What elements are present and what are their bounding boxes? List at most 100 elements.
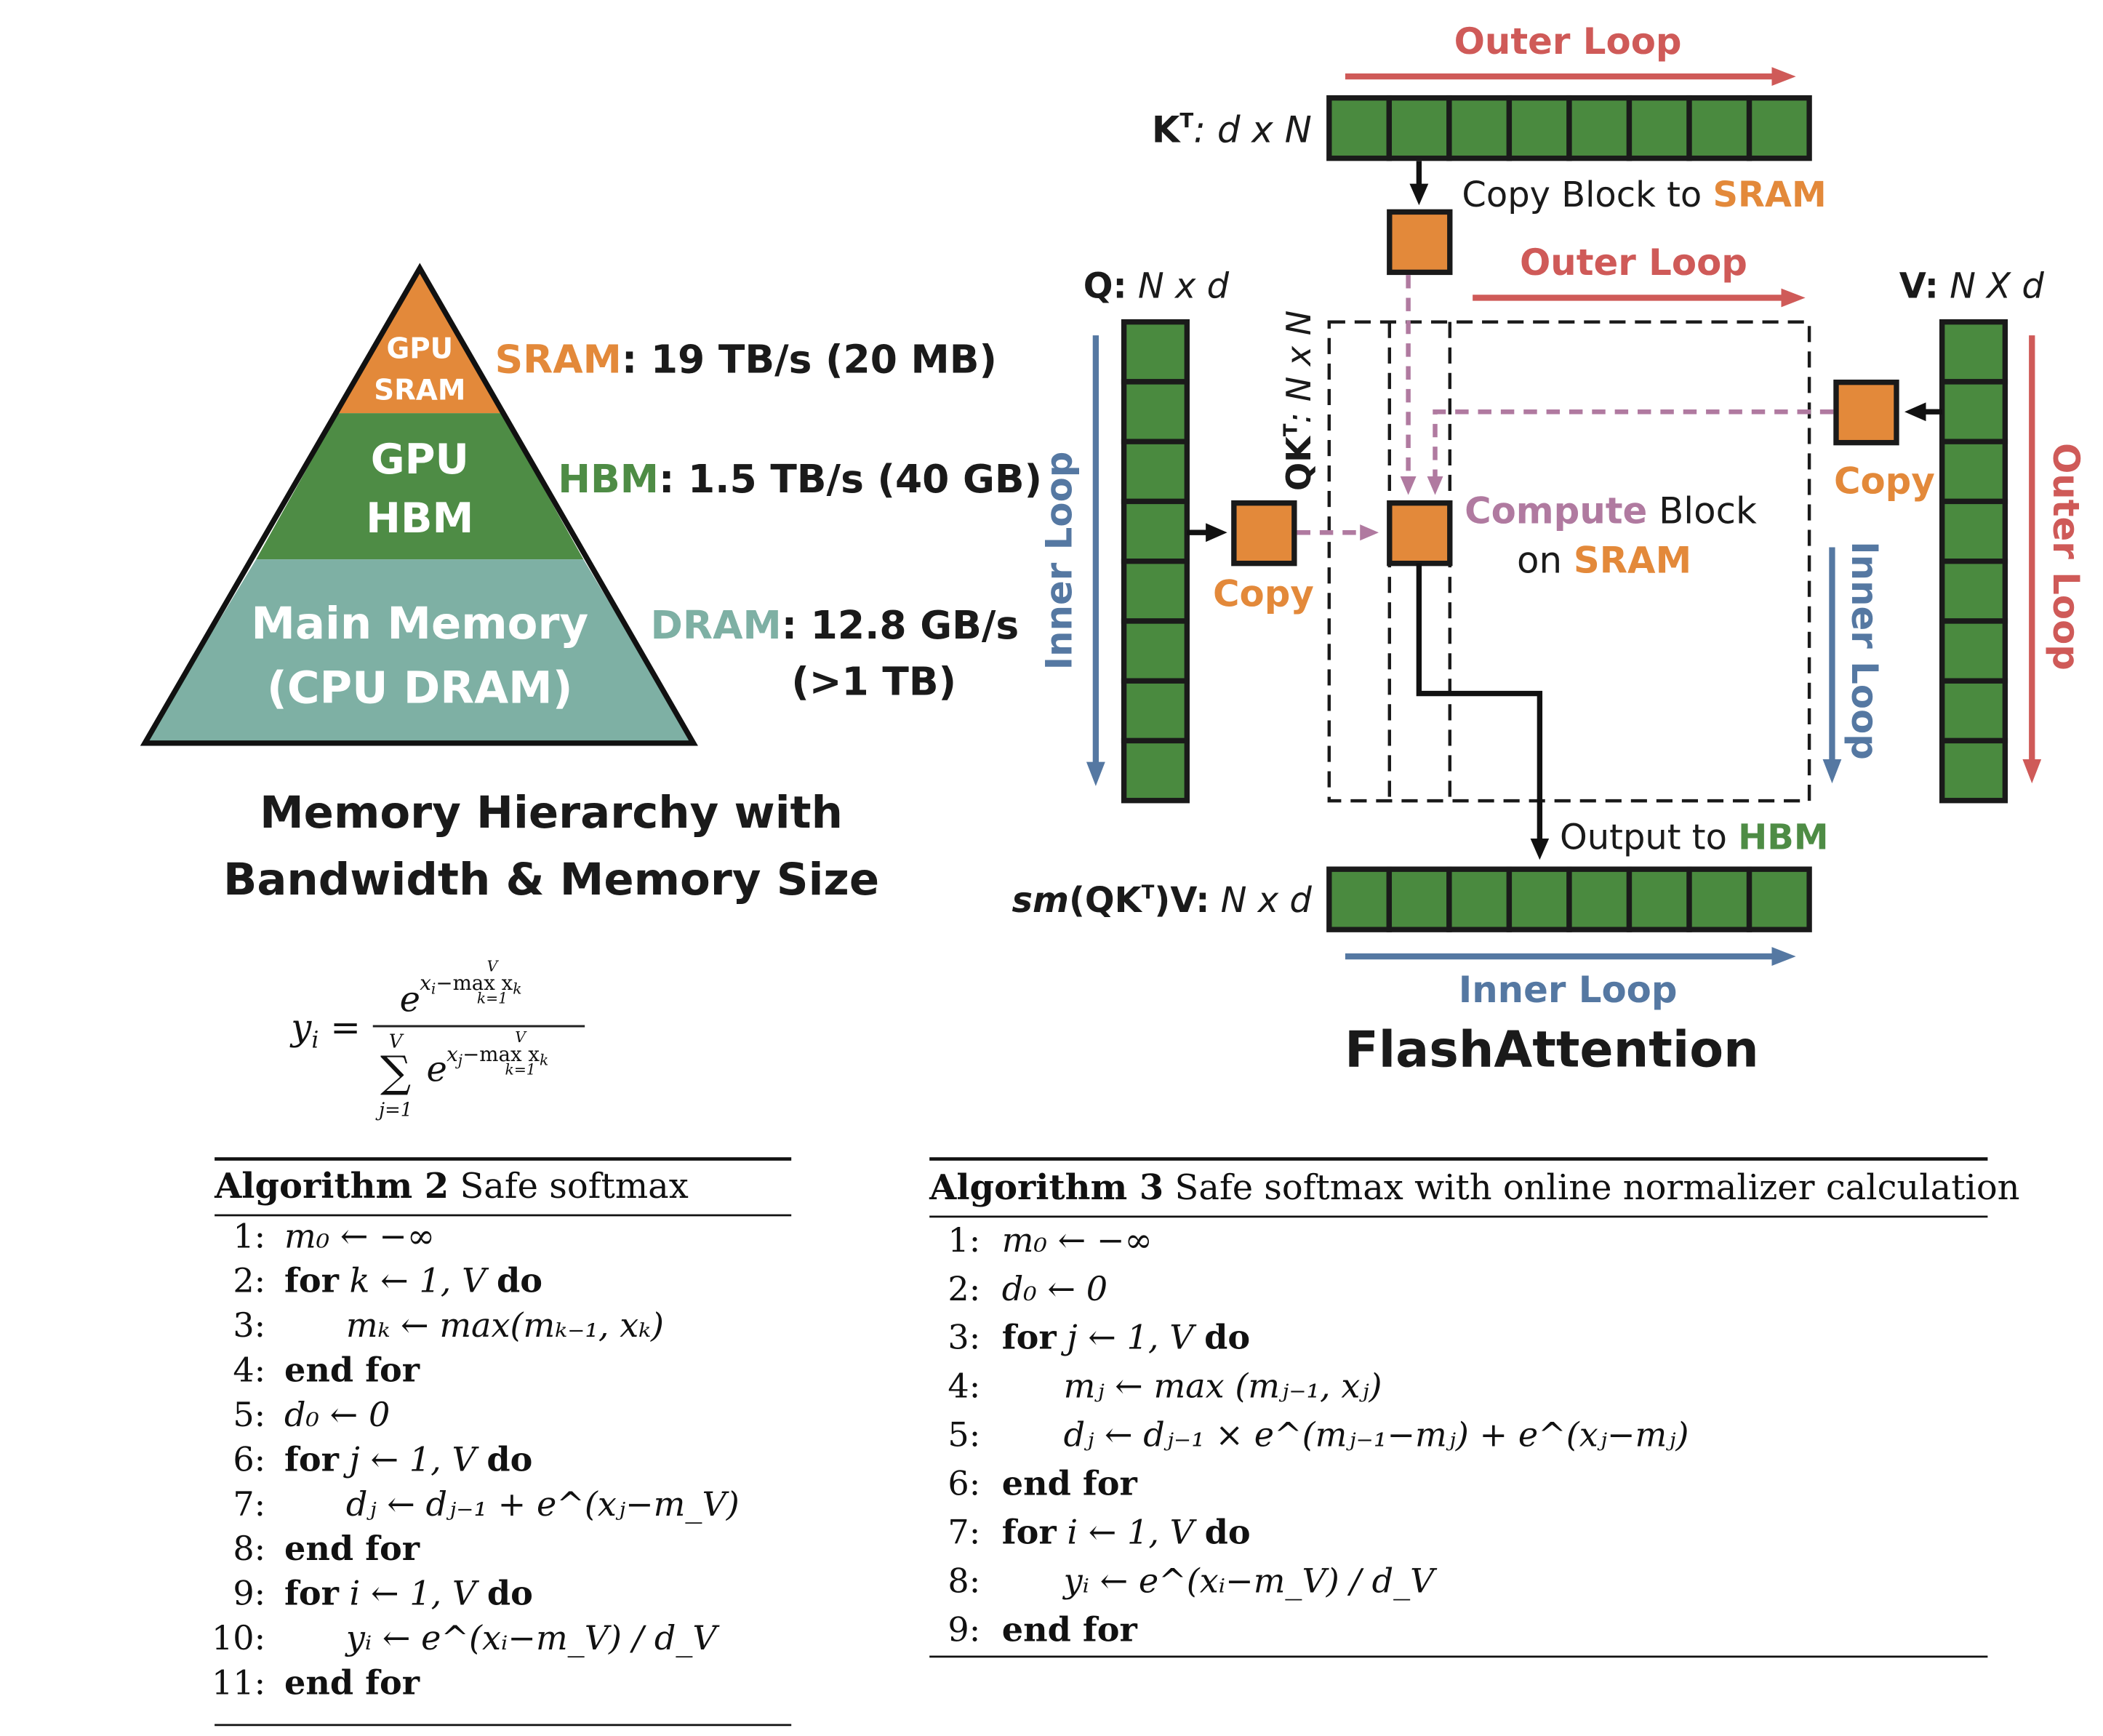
- sum-lower: j=1: [375, 1100, 412, 1121]
- algorithm-line: end for: [1002, 1609, 1138, 1649]
- flashattention-title: FlashAttention: [1345, 1021, 1759, 1079]
- compute-sram-block: [1387, 500, 1453, 567]
- algorithm-line: end for: [284, 1351, 420, 1390]
- pyramid-sram-tier: [337, 268, 502, 414]
- algorithm-line: for j ← 1, V do: [1002, 1318, 1250, 1357]
- tier-sram-line2: SRAM: [374, 375, 465, 407]
- denominator-max-upper: V: [515, 1028, 527, 1046]
- v-cell: [1939, 737, 2008, 804]
- algorithm-line: mₖ ← max(mₖ₋₁, xₖ): [346, 1305, 664, 1345]
- pyramid-caption-line1: Memory Hierarchy with: [260, 788, 843, 839]
- v-label: V: N X d: [1899, 265, 2045, 306]
- pyramid-dram-tier: [145, 559, 694, 743]
- kt-label: KT: d x N: [1152, 108, 1312, 151]
- output-cell: [1566, 866, 1633, 932]
- tier-dram-line1: Main Memory: [251, 599, 588, 649]
- line-number: 3:: [233, 1305, 265, 1345]
- output-cell: [1386, 866, 1452, 932]
- line-number: 6:: [948, 1464, 980, 1503]
- pyramid-caption-line2: Bandwidth & Memory Size: [223, 855, 879, 905]
- q-cell: [1121, 618, 1190, 684]
- algorithm-line: m₀ ← −∞: [1002, 1220, 1153, 1260]
- algorithm-line: for i ← 1, V do: [284, 1574, 533, 1613]
- line-number: 7:: [233, 1484, 265, 1524]
- q-cell: [1121, 559, 1190, 624]
- kt-cell: [1626, 95, 1692, 161]
- algorithm-line: for i ← 1, V do: [1002, 1513, 1251, 1552]
- kt-cell: [1326, 95, 1393, 161]
- dram-size-label: (>1 TB): [791, 658, 956, 704]
- q-cell: [1121, 439, 1190, 505]
- numerator-max-upper: V: [487, 957, 500, 975]
- line-number: 9:: [948, 1609, 980, 1649]
- line-number: 5:: [948, 1415, 980, 1455]
- output-cell: [1746, 866, 1812, 932]
- q-cell: [1121, 498, 1190, 564]
- line-number: 2:: [233, 1261, 265, 1300]
- algorithm-line: m₀ ← −∞: [284, 1216, 435, 1255]
- formula-lhs: yi =: [289, 1006, 361, 1053]
- sum-upper: V: [389, 1031, 404, 1052]
- algorithm-line: yᵢ ← e^(xᵢ−m_V) / d_V: [345, 1618, 721, 1657]
- v-matrix: [1939, 319, 2008, 804]
- output-cell: [1626, 866, 1692, 932]
- q-sram-block: [1231, 500, 1297, 567]
- line-number: 11:: [212, 1663, 265, 1702]
- sum-symbol: ∑: [380, 1047, 411, 1097]
- bottom-inner-loop-label: Inner Loop: [1459, 969, 1678, 1011]
- dram-bandwidth-label: DRAM: 12.8 GB/s: [651, 602, 1020, 648]
- line-number: 8:: [948, 1561, 980, 1600]
- kt-cell: [1446, 95, 1513, 161]
- algorithm-line: yᵢ ← e^(xᵢ−m_V) / d_V: [1062, 1561, 1438, 1600]
- denominator-base: e: [427, 1049, 447, 1090]
- line-number: 9:: [233, 1574, 265, 1613]
- algorithm-2-title: Algorithm 2 Safe softmax: [214, 1166, 689, 1207]
- copy-block-label: Copy Block to SRAM: [1462, 175, 1826, 215]
- pyramid-hbm-tier: [256, 413, 584, 560]
- algorithm-line: for k ← 1, V do: [284, 1261, 542, 1300]
- v-copy-label: Copy: [1834, 460, 1935, 503]
- numerator-base: e: [400, 980, 420, 1020]
- numerator-max-lower: k=1: [477, 990, 508, 1007]
- v-cell: [1939, 439, 2008, 505]
- q-copy-label: Copy: [1213, 573, 1314, 615]
- line-number: 3:: [948, 1318, 980, 1357]
- output-matrix-label: sm(QKT)V: N x d: [1012, 880, 1313, 921]
- line-number: 7:: [948, 1513, 980, 1552]
- output-cell: [1326, 866, 1393, 932]
- v-cell: [1939, 319, 2008, 385]
- algorithm-line: mⱼ ← max (mⱼ₋₁, xⱼ): [1064, 1367, 1382, 1406]
- tier-dram-line2: (CPU DRAM): [267, 663, 573, 713]
- left-inner-loop-label: Inner Loop: [1038, 452, 1081, 671]
- output-matrix: [1326, 866, 1812, 932]
- kt-sram-block: [1387, 209, 1453, 276]
- tier-sram-line1: GPU: [386, 332, 453, 365]
- compute-label-line2: on SRAM: [1517, 540, 1691, 582]
- v-to-compute-arrow: [1427, 409, 1834, 495]
- output-arrow: [1416, 563, 1550, 860]
- kt-cell: [1686, 95, 1752, 161]
- line-number: 4:: [233, 1351, 265, 1390]
- v-cell: [1939, 498, 2008, 564]
- top-outer-loop-label: Outer Loop: [1454, 20, 1682, 63]
- middle-outer-loop-label: Outer Loop: [1520, 241, 1747, 284]
- output-cell: [1506, 866, 1572, 932]
- tier-hbm-line1: GPU: [371, 436, 469, 484]
- line-number: 6:: [233, 1439, 265, 1479]
- output-cell: [1686, 866, 1752, 932]
- algorithm-line: end for: [284, 1529, 420, 1568]
- line-number: 1:: [948, 1220, 980, 1260]
- qkt-label: QKT: N x N: [1279, 311, 1318, 491]
- kt-matrix: [1326, 95, 1812, 161]
- right-outer-loop-label: Outer Loop: [2045, 443, 2087, 671]
- algorithm-3: Algorithm 3 Safe softmax with online nor…: [929, 1157, 2020, 1658]
- softmax-formula: yi = e xi−max xk V k=1 V ∑ j=1 e xj−max …: [289, 957, 585, 1121]
- line-number: 5:: [233, 1395, 265, 1434]
- q-cell: [1121, 737, 1190, 804]
- memory-pyramid: GPU SRAM GPU HBM Main Memory (CPU DRAM) …: [140, 263, 1042, 905]
- line-number: 4:: [948, 1367, 980, 1406]
- kt-cell: [1566, 95, 1633, 161]
- line-number: 8:: [233, 1529, 265, 1568]
- algorithm-line: d₀ ← 0: [284, 1395, 390, 1434]
